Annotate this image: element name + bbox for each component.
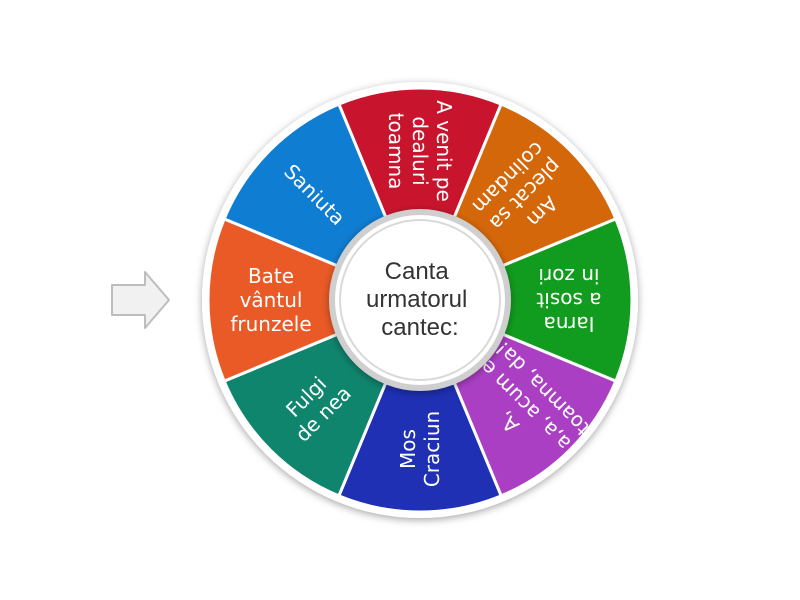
arrow-right-icon	[111, 271, 170, 329]
wheel-segment-label: A venit pedealuritoamna	[384, 100, 456, 202]
wheel-segment	[206, 216, 424, 384]
wheel-segment-label-line: Iarna	[544, 312, 595, 336]
wheel-segment	[336, 296, 504, 514]
wheel-segment	[336, 86, 504, 304]
wheel-hub: Canta urmatorul cantec:	[329, 209, 511, 391]
wheel-segment-label-line: in zori	[538, 264, 599, 288]
wheel-segment	[416, 216, 634, 384]
wheel-segment-label-line: Mos	[396, 429, 420, 469]
wheel-segment-label-line: Bate	[248, 264, 294, 288]
center-label: Canta urmatorul cantec:	[366, 258, 474, 341]
wheel-segment-label-line: Craciun	[420, 411, 444, 487]
wheel-segment-label-line: a sosit	[536, 288, 601, 312]
wheel-segment-label-line: dealuri	[408, 116, 432, 185]
wheel-segment-label: MosCraciun	[396, 411, 444, 487]
center-label-line: urmatorul	[366, 286, 467, 313]
wheel-segment-label: Iarnaa sositin zori	[536, 264, 601, 336]
wheel-segment-label-line: vântul	[240, 288, 303, 312]
wheel-segment-label-line: A venit pe	[432, 100, 456, 202]
wheel-segment-label-line: frunzele	[230, 312, 311, 336]
wheel-segment-label-line: toamna	[384, 113, 408, 190]
center-label-line: cantec:	[381, 314, 458, 341]
center-label-line: Canta	[385, 258, 450, 285]
